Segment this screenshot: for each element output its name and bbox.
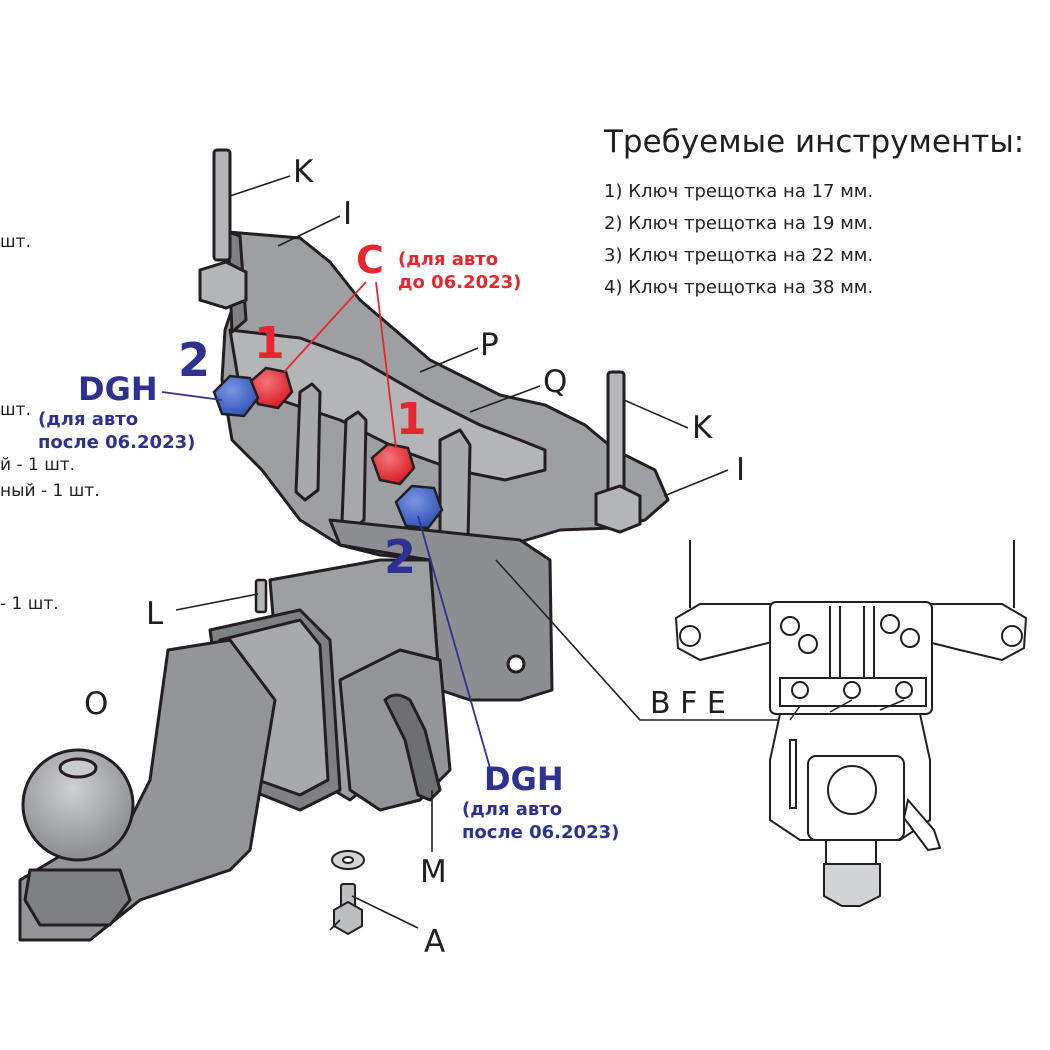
note-dgh-left-line2: после 06.2023) [38, 432, 196, 453]
bolt-a [333, 883, 363, 936]
inset-arrows [789, 699, 905, 721]
callout-k-right: K [692, 410, 713, 446]
stud-k-right [594, 370, 642, 534]
callout-i-top: I [343, 196, 353, 232]
stud-k-left [198, 148, 248, 310]
left-fragment-4: ный - 1 шт. [0, 481, 100, 501]
vertical-brackets [294, 382, 472, 550]
red-bolt-left [248, 366, 294, 410]
red-bolt-right [370, 442, 416, 486]
label-2-top: 2 [178, 333, 211, 387]
callout-l: L [146, 596, 164, 632]
label-dgh-bottom: DGH [484, 760, 564, 798]
tool-item-2: 2) Ключ трещотка на 19 мм. [604, 213, 874, 234]
tool-item-1: 1) Ключ трещотка на 17 мм. [604, 181, 874, 202]
inset-view [674, 540, 1028, 907]
callout-a: A [424, 924, 446, 960]
stud-l [254, 578, 268, 614]
leader-lines [175, 175, 778, 931]
left-fragment-5: - 1 шт. [0, 594, 59, 614]
callout-q: Q [543, 364, 568, 400]
label-1-left: 1 [254, 318, 285, 369]
note-dgh-bottom-line1: (для авто [462, 799, 563, 820]
inset-label-bfe: B F E [650, 686, 726, 721]
red-leader-lines [283, 281, 397, 449]
note-dgh-bottom-line2: после 06.2023) [462, 822, 620, 843]
note-dgh-left-line1: (для авто [38, 409, 139, 430]
label-1-right: 1 [396, 394, 427, 445]
label-c: C [356, 238, 384, 282]
callout-p: P [480, 327, 499, 363]
washer-a [331, 850, 365, 870]
left-fragment-2: шт. [0, 400, 31, 420]
tools-title: Требуемые инструменты: [604, 124, 1025, 160]
note-c-line2: до 06.2023) [398, 272, 522, 293]
blue-bolt-right [394, 484, 444, 530]
left-fragment-3: й - 1 шт. [0, 455, 76, 475]
blue-bolt-left [212, 374, 260, 418]
left-fragment-1: шт. [0, 232, 31, 252]
callout-o: O [84, 686, 109, 722]
label-dgh-left: DGH [78, 370, 158, 408]
note-c-line1: (для авто [398, 249, 499, 270]
blue-leader-lines [161, 391, 491, 769]
label-2-bottom: 2 [384, 530, 417, 584]
tool-item-3: 3) Ключ трещотка на 22 мм. [604, 245, 874, 266]
callout-m: M [420, 854, 447, 890]
tool-item-4: 4) Ключ трещотка на 38 мм. [604, 277, 874, 298]
callout-k-top: K [293, 154, 314, 190]
ball-mount [18, 638, 277, 942]
callout-i-right: I [736, 452, 746, 488]
